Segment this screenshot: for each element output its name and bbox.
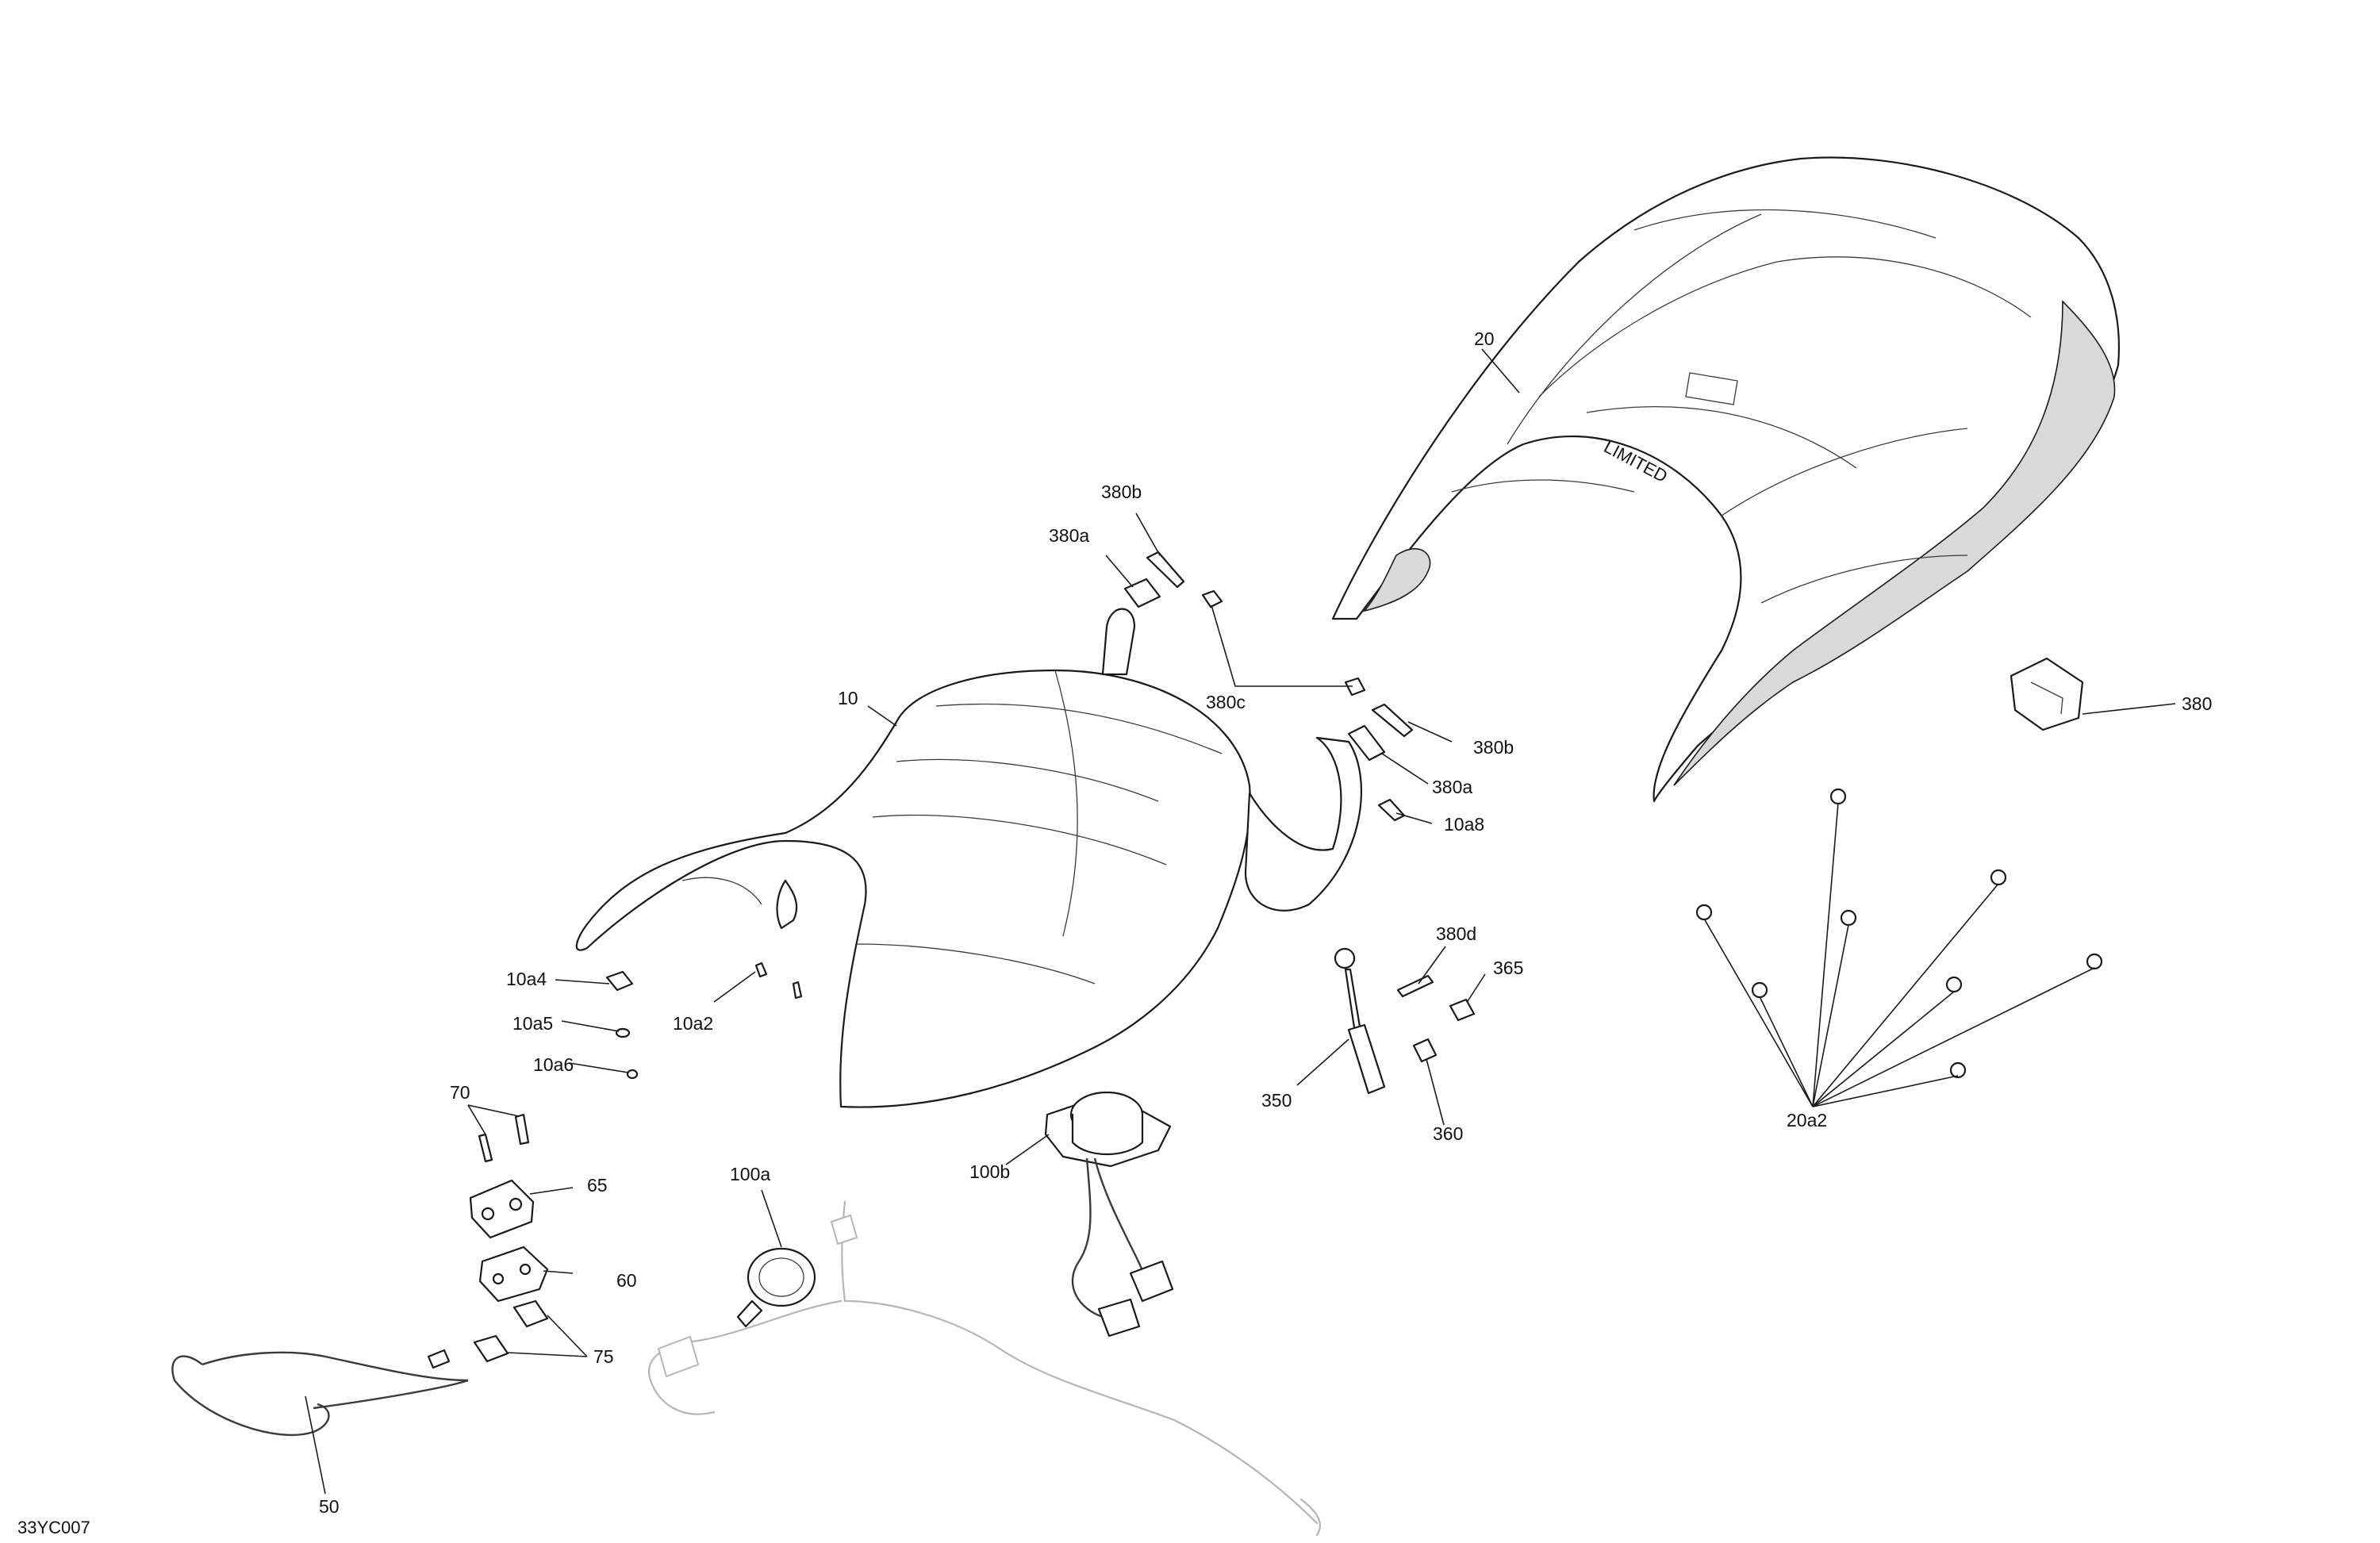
nut-365[interactable] bbox=[1449, 998, 1476, 1022]
callout-20a2: 20a2 bbox=[1787, 1110, 1827, 1130]
callout-350: 350 bbox=[1261, 1090, 1292, 1111]
callout-10a4: 10a4 bbox=[506, 969, 547, 989]
release-cable-50[interactable] bbox=[171, 1349, 469, 1436]
washer-10a5[interactable] bbox=[615, 1027, 631, 1038]
driver-seat[interactable] bbox=[575, 608, 1362, 1108]
callout-10a8: 10a8 bbox=[1444, 814, 1484, 835]
callout-380b-top: 380b bbox=[1101, 482, 1142, 502]
callout-380b-right: 380b bbox=[1473, 737, 1514, 758]
passenger-seat[interactable]: LIMITED bbox=[1331, 156, 2121, 803]
screw-10a2[interactable] bbox=[754, 961, 803, 1000]
spacer-380a-top[interactable] bbox=[1123, 578, 1161, 608]
leader-lines bbox=[305, 348, 2176, 1495]
speaker-100b[interactable] bbox=[1044, 1091, 1174, 1338]
callout-100b: 100b bbox=[969, 1161, 1010, 1182]
latch-380[interactable] bbox=[2010, 657, 2084, 731]
callout-65: 65 bbox=[587, 1175, 608, 1196]
spacer-380a-right[interactable] bbox=[1347, 724, 1386, 762]
callout-380c: 380c bbox=[1206, 692, 1246, 712]
callout-10: 10 bbox=[838, 688, 858, 708]
bolt-380d[interactable] bbox=[1396, 974, 1434, 998]
callout-100a: 100a bbox=[730, 1164, 770, 1184]
callout-70: 70 bbox=[450, 1082, 470, 1103]
wire-harness-ghost bbox=[648, 1200, 1322, 1537]
pin-360[interactable] bbox=[1412, 1038, 1438, 1063]
bolt-380b-top[interactable] bbox=[1146, 551, 1185, 589]
nut-10a6[interactable] bbox=[626, 1069, 639, 1080]
callout-380a-top: 380a bbox=[1049, 525, 1089, 546]
callout-50: 50 bbox=[319, 1496, 340, 1517]
callout-10a2: 10a2 bbox=[673, 1013, 713, 1034]
callout-75: 75 bbox=[593, 1346, 614, 1367]
bracket-65[interactable] bbox=[469, 1179, 535, 1239]
latch-plate-60[interactable] bbox=[478, 1246, 549, 1303]
callout-360: 360 bbox=[1433, 1123, 1463, 1144]
screw-10a8[interactable] bbox=[1377, 798, 1406, 822]
callout-380a-right: 380a bbox=[1432, 777, 1472, 797]
diagram-reference-code: 33YC007 bbox=[17, 1518, 90, 1537]
buzzer-100a[interactable] bbox=[736, 1247, 816, 1328]
callout-380: 380 bbox=[2182, 693, 2212, 714]
fastener-20a2-set[interactable] bbox=[1695, 788, 2103, 1079]
callout-labels: 20 10 380b 380a 380c 380b 380a 10a8 380 … bbox=[17, 328, 2212, 1537]
gas-strut-350[interactable] bbox=[1334, 947, 1386, 1095]
screws-70[interactable] bbox=[478, 1113, 530, 1163]
callout-60: 60 bbox=[616, 1270, 637, 1291]
callout-10a5: 10a5 bbox=[512, 1013, 553, 1034]
nut-380c-right[interactable] bbox=[1344, 677, 1366, 697]
callout-380d: 380d bbox=[1436, 923, 1476, 944]
callout-365: 365 bbox=[1493, 958, 1523, 978]
bolt-380b-right[interactable] bbox=[1371, 703, 1414, 738]
clip-10a4[interactable] bbox=[605, 970, 634, 992]
callout-20: 20 bbox=[1474, 328, 1495, 349]
clips-75[interactable] bbox=[473, 1299, 549, 1363]
callout-10a6: 10a6 bbox=[533, 1054, 574, 1075]
nut-380c-top[interactable] bbox=[1201, 589, 1223, 608]
